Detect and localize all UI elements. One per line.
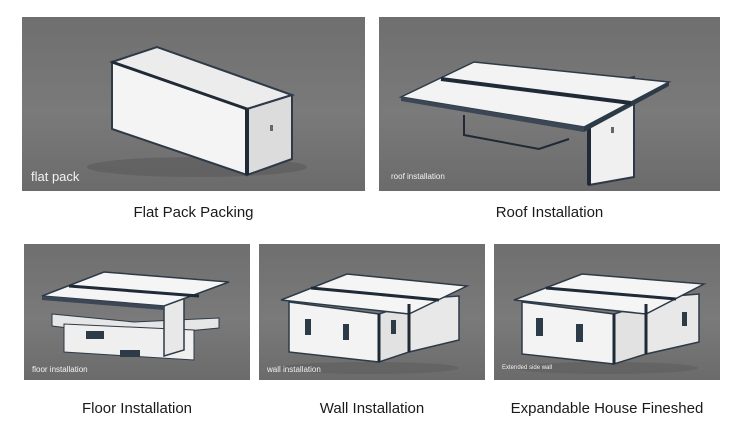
floor-installation-photo: floor installation bbox=[24, 244, 250, 380]
roof-installation-photo: roof installation bbox=[379, 17, 720, 191]
wall-installation-illustration bbox=[279, 273, 470, 374]
step-caption: Flat Pack Packing bbox=[133, 204, 254, 221]
step-caption: Wall Installation bbox=[319, 400, 425, 417]
floor-installation-illustration bbox=[41, 271, 230, 361]
expandable-house-illustration bbox=[513, 273, 707, 374]
extended-side-wall-photo: Extended side wall bbox=[494, 244, 720, 380]
wall-installation-photo: wall installation bbox=[259, 244, 485, 380]
step-tag: Extended side wall bbox=[502, 365, 553, 371]
step-caption: Expandable House Fineshed bbox=[510, 400, 704, 417]
step-tag: wall installation bbox=[267, 365, 321, 374]
step-tag: roof installation bbox=[391, 172, 445, 181]
roof-installation-illustration bbox=[398, 61, 672, 187]
step-caption: Roof Installation bbox=[495, 204, 604, 221]
step-tag: flat pack bbox=[31, 169, 80, 184]
step-caption: Floor Installation bbox=[81, 400, 193, 417]
flat-pack-photo: flat pack bbox=[22, 17, 365, 191]
flat-pack-container-illustration bbox=[87, 45, 307, 177]
step-tag: floor installation bbox=[32, 365, 88, 374]
